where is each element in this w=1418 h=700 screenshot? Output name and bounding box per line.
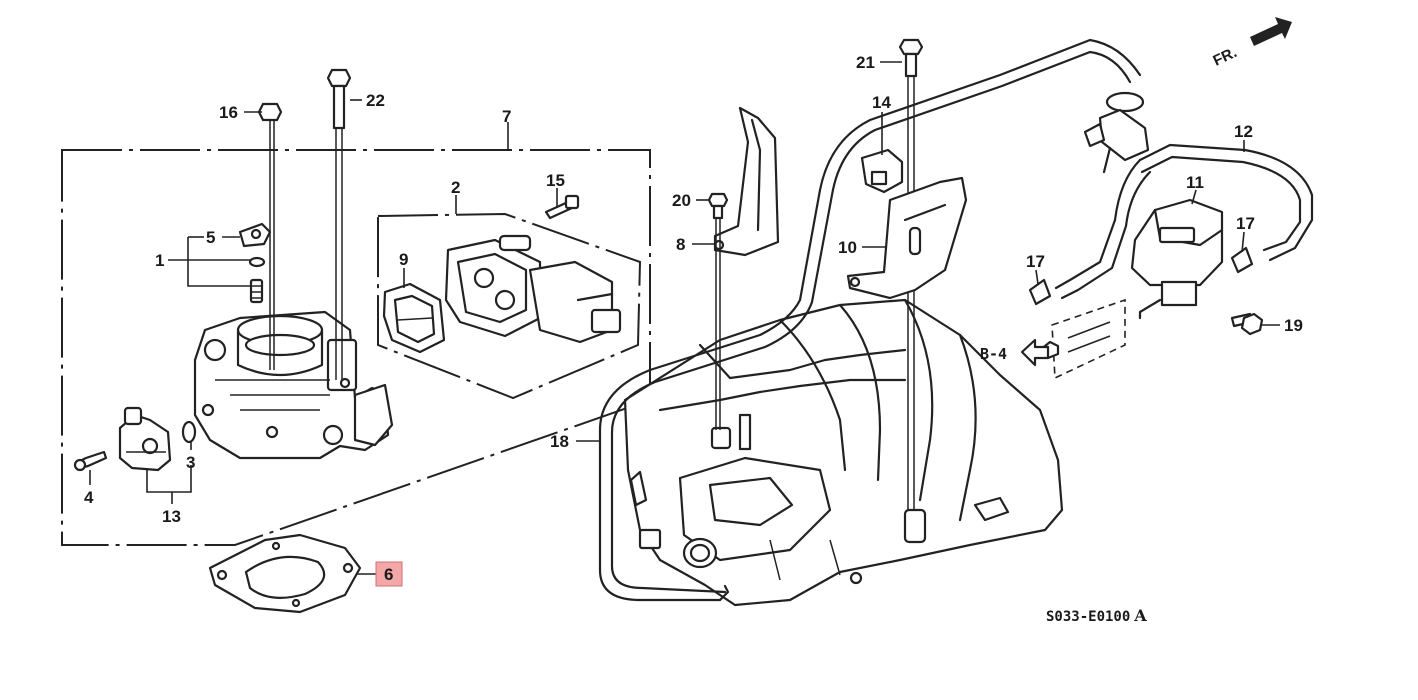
connector-14	[860, 148, 904, 194]
assembly-2-outline	[377, 195, 642, 400]
bolt-19	[1230, 312, 1264, 336]
callout-21: 21	[856, 53, 875, 72]
callout-6: 6	[384, 565, 393, 584]
callout-22: 22	[366, 91, 385, 110]
callout-20: 20	[672, 191, 691, 210]
callout-18: 18	[550, 432, 569, 451]
solenoid-valve-11	[1130, 198, 1224, 320]
callout-14: 14	[872, 93, 891, 112]
callout-10: 10	[838, 238, 857, 257]
bracket-8	[713, 106, 780, 257]
reference-b4-label: B-4	[980, 345, 1007, 363]
callout-4: 4	[84, 488, 94, 507]
hose-18	[598, 38, 1142, 602]
gasket-9	[382, 282, 446, 354]
callout-16: 16	[219, 103, 238, 122]
callout-5: 5	[206, 228, 215, 247]
screw-15	[544, 194, 580, 220]
callout-3: 3	[186, 453, 195, 472]
screw-1	[248, 256, 266, 304]
callout-13: 13	[162, 507, 181, 526]
callout-11: 11	[1186, 173, 1204, 192]
bolt-20	[707, 192, 729, 430]
iacv-valve	[444, 234, 622, 344]
front-arrow-icon	[1250, 17, 1292, 46]
callout-labels: 16 22 7 2 15 5 1 9 3 4 13 6 21 14 20 8 1…	[84, 53, 1303, 584]
clamp-17a	[1028, 278, 1052, 306]
bolt-22	[326, 68, 352, 380]
gasket-6	[208, 533, 362, 614]
callout-17a: 17	[1026, 252, 1045, 271]
plug-5	[238, 222, 272, 248]
tps-sensor-13	[118, 406, 172, 472]
callout-15: 15	[546, 171, 565, 190]
callout-9: 9	[399, 250, 408, 269]
leader-lines	[89, 61, 1280, 575]
bracket-10	[846, 176, 968, 300]
o-ring-3	[181, 420, 197, 444]
reference-b4-box	[1038, 298, 1126, 380]
callout-12: 12	[1234, 122, 1253, 141]
diagram-code-main: S033-E0100	[1046, 609, 1130, 625]
callout-1: 1	[155, 251, 164, 270]
front-direction-label: FR.	[1211, 44, 1240, 70]
callout-2: 2	[451, 178, 460, 197]
intake-manifold	[623, 298, 1064, 607]
screw-4	[73, 450, 108, 472]
throttle-body	[193, 310, 394, 460]
b4-arrow-icon	[1020, 338, 1050, 367]
vacuum-actuator	[1083, 91, 1150, 174]
diagram-code-rev: A	[1133, 606, 1147, 625]
callout-7: 7	[502, 107, 511, 126]
callout-17b: 17	[1236, 214, 1255, 233]
callout-6-highlight	[375, 561, 403, 587]
hose-12	[1054, 143, 1314, 300]
callout-19: 19	[1284, 316, 1303, 335]
callout-8: 8	[676, 235, 685, 254]
